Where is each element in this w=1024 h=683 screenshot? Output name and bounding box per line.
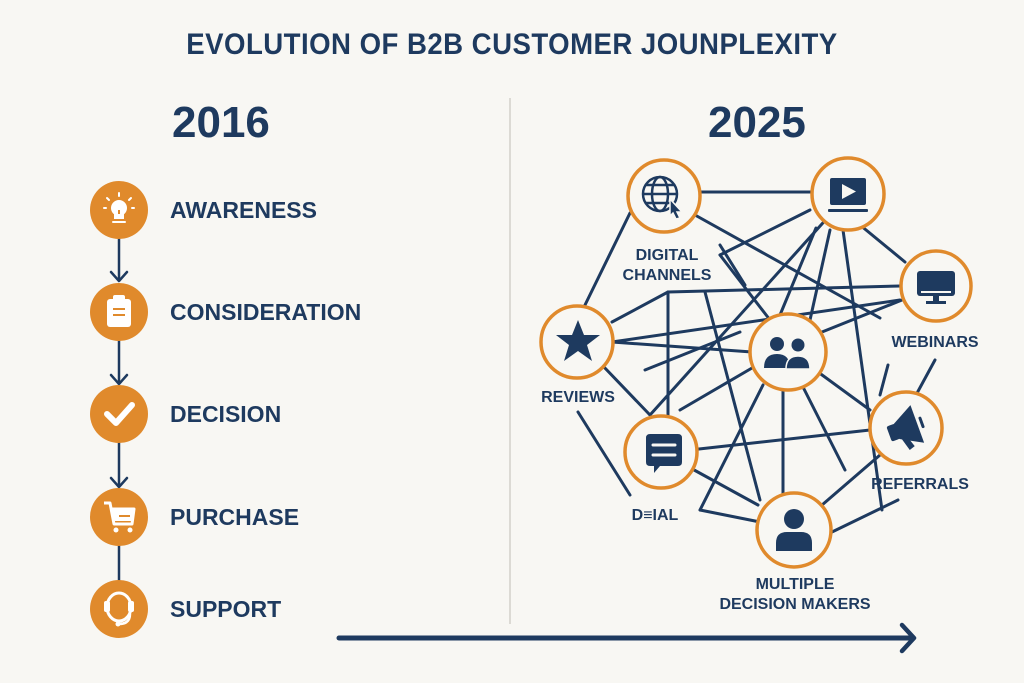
stage-circle-decision: [90, 385, 148, 443]
edge: [693, 213, 882, 320]
stage-label-consideration: CONSIDERATION: [170, 299, 362, 325]
network-edges: [576, 190, 937, 534]
edge: [914, 358, 937, 397]
stage-label-awareness: AWARENESS: [170, 197, 317, 223]
monitor-icon: [917, 271, 955, 304]
edge: [643, 330, 742, 372]
node-people: [748, 312, 828, 392]
arrowhead-2: [109, 373, 129, 386]
edge: [841, 228, 884, 512]
label-digital-line2: CHANNELS: [622, 267, 712, 284]
edge: [648, 213, 832, 417]
arrowhead-right-icon: [899, 622, 917, 654]
edge: [698, 508, 762, 524]
edge: [610, 290, 670, 324]
page-title: EVOLUTION OF B2B CUSTOMER JOUNPLEXITY: [186, 28, 838, 61]
chat-bubble-icon: [646, 434, 682, 473]
edge: [718, 208, 812, 257]
edge: [583, 211, 632, 307]
edge: [778, 226, 818, 317]
edge: [878, 363, 890, 397]
node-decision-makers: [755, 491, 833, 569]
shopping-cart-icon: [104, 501, 136, 533]
label-reviews: REVIEWS: [541, 389, 615, 406]
edge: [678, 366, 754, 412]
people-icon: [764, 337, 811, 370]
headset-icon: [104, 591, 134, 627]
edge: [610, 340, 754, 354]
label-multiple-decision-makers: MULTIPLE DECISION MAKERS: [690, 575, 900, 615]
edge: [576, 410, 632, 497]
checkmark-icon: [104, 402, 135, 426]
edge: [808, 228, 832, 322]
stage-circle-support: [90, 580, 148, 638]
label-referrals: REFERRALS: [871, 476, 969, 493]
edge: [858, 223, 907, 264]
node-digital-channels: [626, 158, 702, 234]
edge: [601, 364, 652, 417]
edge: [801, 385, 847, 472]
edge: [688, 428, 872, 452]
year-2025: 2025: [708, 98, 806, 147]
label-digital-channels: DIGITAL CHANNELS: [612, 246, 722, 286]
edge: [666, 284, 902, 294]
arrowhead-1: [109, 270, 129, 283]
edge: [830, 498, 900, 534]
year-2016: 2016: [172, 98, 270, 147]
edge: [698, 383, 765, 512]
stage-label-decision: DECISION: [170, 401, 282, 427]
star-icon: [556, 320, 600, 361]
label-digital-line1: DIGITAL: [635, 247, 699, 264]
label-decision-line2: DECISION MAKERS: [719, 596, 871, 613]
stage-label-support: SUPPORT: [170, 596, 282, 622]
edge: [820, 453, 882, 507]
video-play-icon: [828, 178, 868, 212]
edge: [718, 253, 772, 322]
person-icon: [776, 509, 812, 551]
clipboard-icon: [107, 295, 131, 327]
label-decision-line1: MULTIPLE: [755, 576, 835, 593]
label-dial: D≡IAL: [631, 507, 679, 524]
label-webinars: WEBINARS: [891, 334, 979, 351]
edge: [820, 298, 904, 334]
arrowhead-3: [109, 476, 129, 489]
edge: [610, 298, 902, 344]
panel-divider: [509, 98, 511, 624]
globe-cursor-icon: [641, 175, 684, 220]
edge: [683, 463, 760, 507]
edge: [703, 290, 762, 502]
lightbulb-icon: [103, 192, 135, 223]
edge: [816, 370, 872, 412]
timeline-arrow: [336, 622, 917, 654]
stage-label-purchase: PURCHASE: [170, 504, 300, 530]
megaphone-icon: [886, 405, 925, 451]
edge: [718, 243, 747, 287]
